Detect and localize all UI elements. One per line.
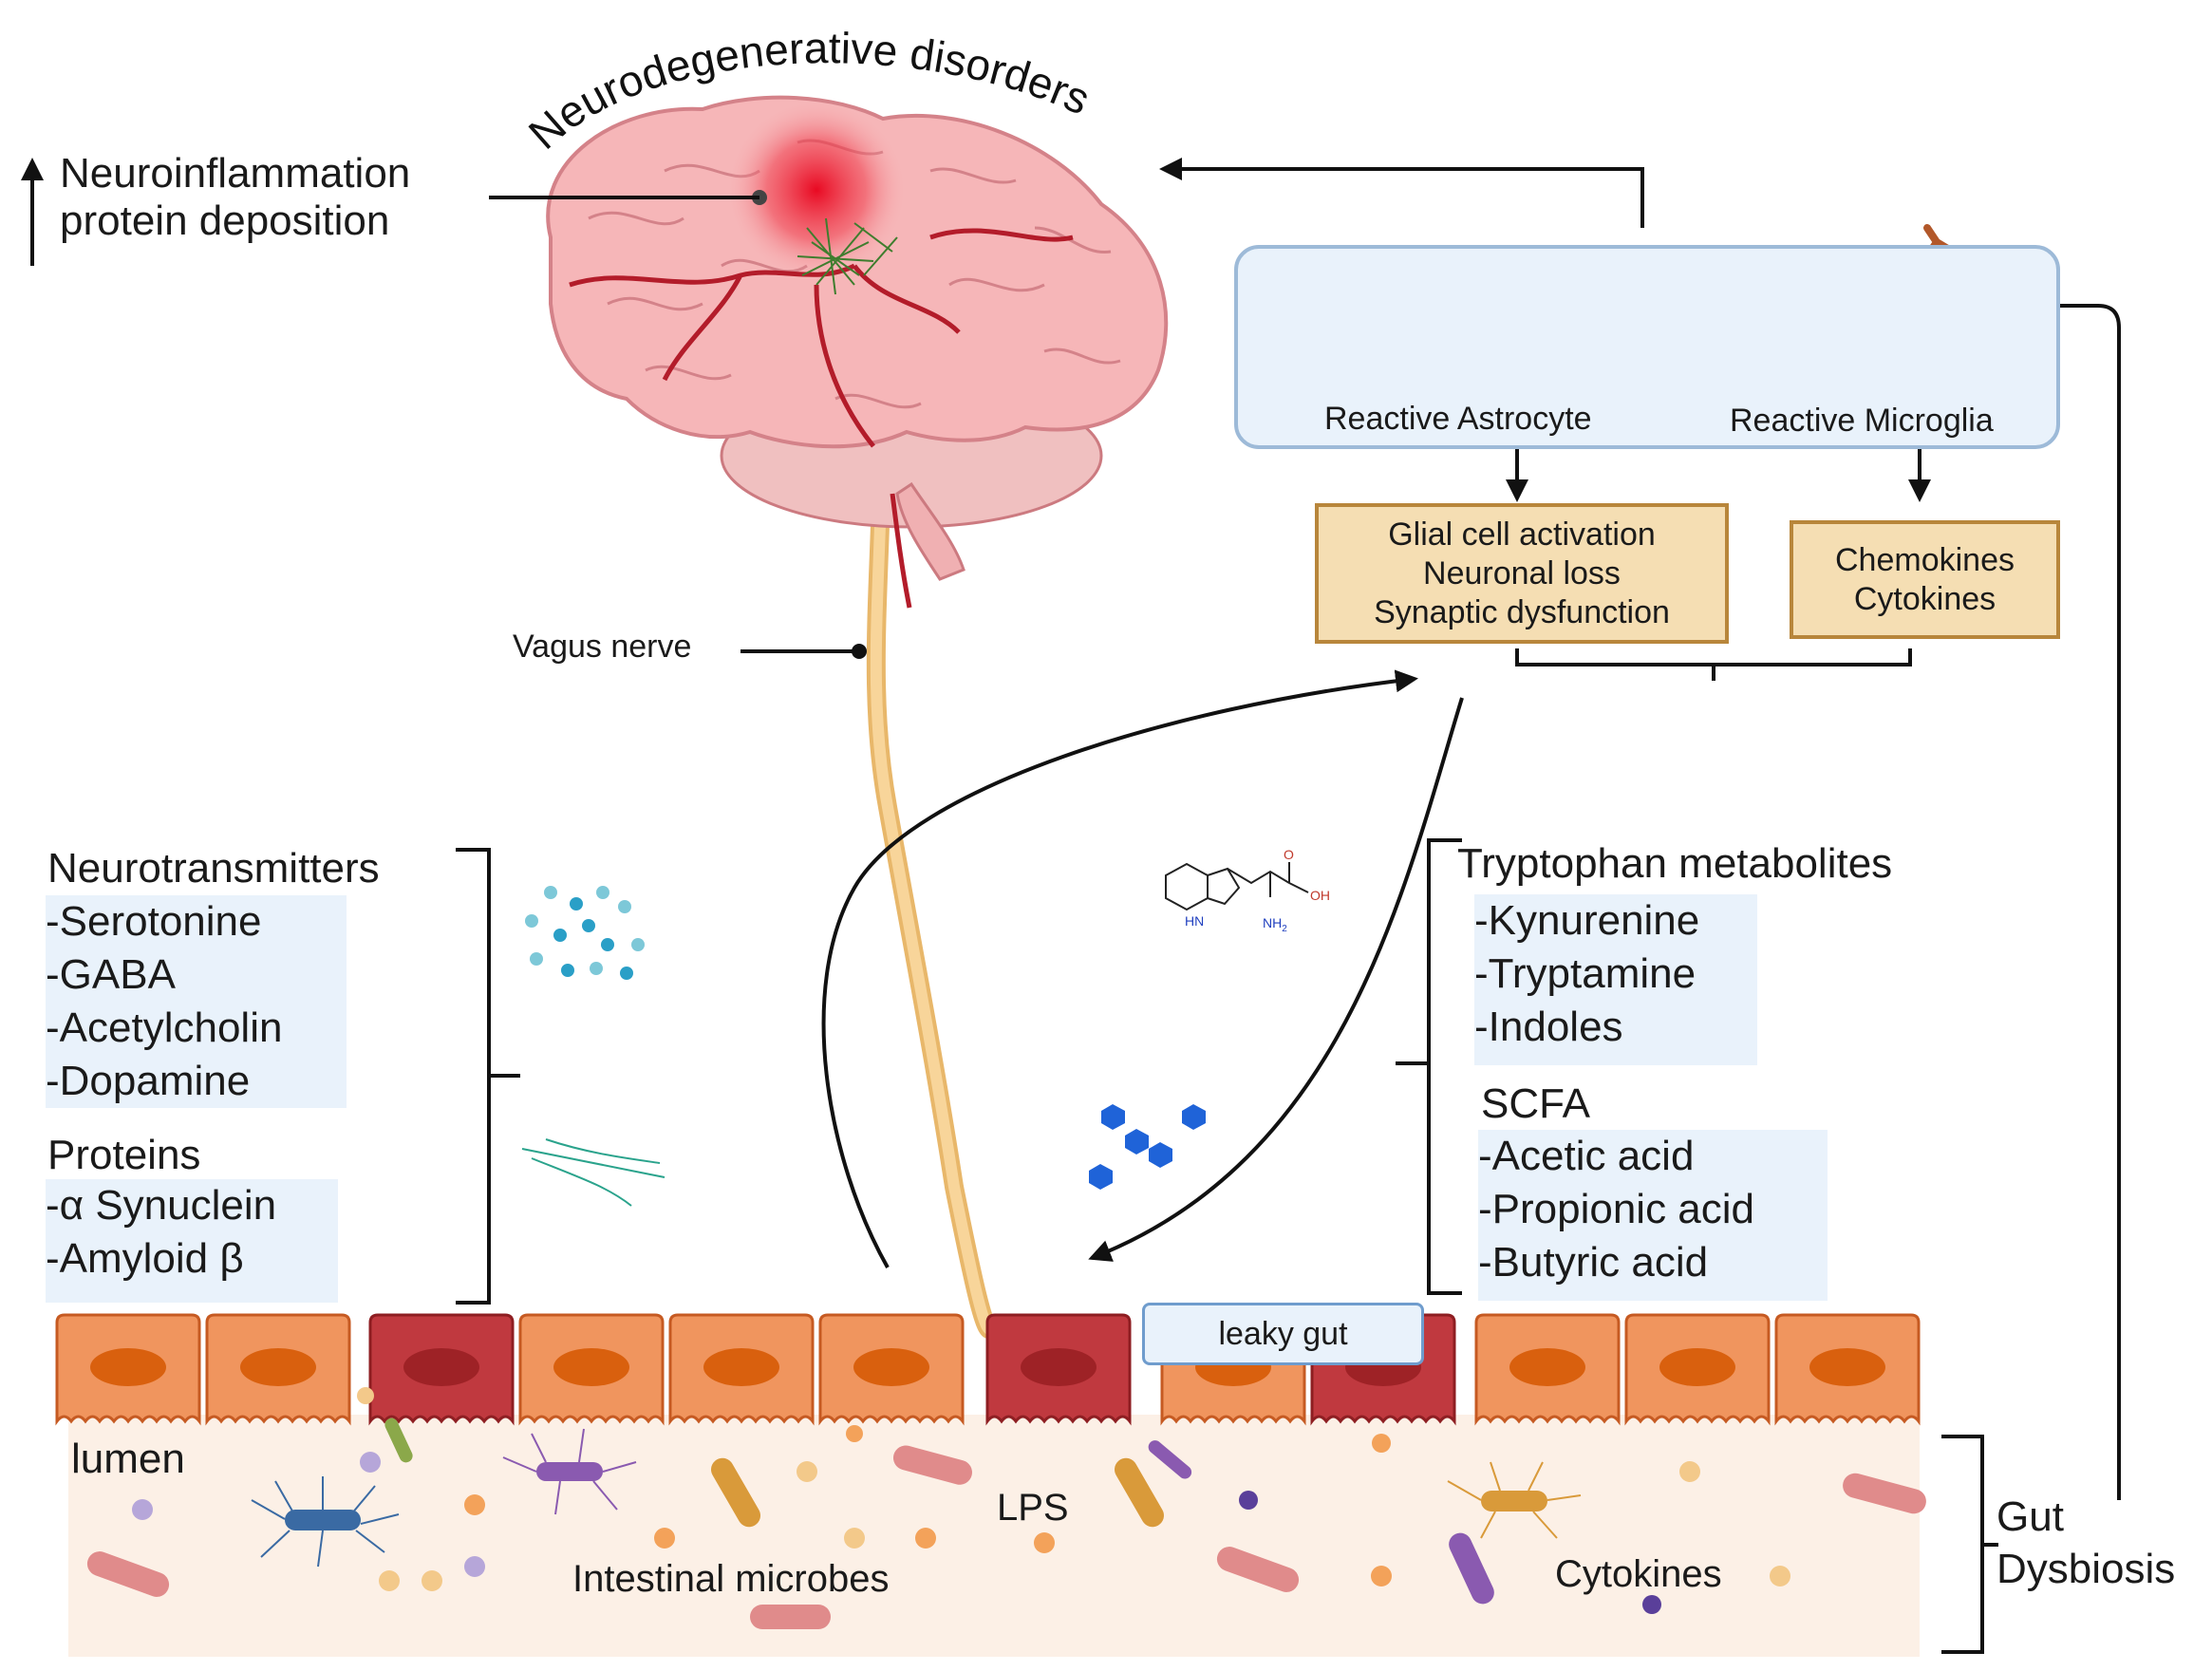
scfa-list: -Acetic acid -Propionic acid -Butyric ac… — [1478, 1130, 1828, 1301]
gut-dysbiosis-line1: Gut — [1996, 1493, 2064, 1540]
outcome-bracket — [1515, 648, 1912, 681]
arrow-brain-to-gut-curve — [1088, 697, 1464, 1262]
scfa-hexagons-icon — [1089, 1104, 1206, 1190]
brain-illustration — [546, 95, 1169, 609]
right-bracket — [1396, 838, 1462, 1295]
proteins-heading: Proteins — [47, 1132, 201, 1178]
neurotransmitters-heading: Neurotransmitters — [47, 845, 380, 892]
protein-deposition-label: protein deposition — [60, 197, 390, 244]
cell-nucleus — [853, 1348, 929, 1386]
cell-nucleus — [403, 1348, 479, 1386]
molecule-o-label: O — [1284, 847, 1294, 862]
neurotransmitter-item: -Dopamine — [46, 1058, 251, 1104]
arrow-dysbiosis-to-glia — [2023, 294, 2121, 1500]
dysbiosis-bracket — [1941, 1435, 1998, 1654]
cell-nucleus — [1509, 1348, 1585, 1386]
protein-item: -α Synuclein — [46, 1182, 277, 1229]
protein-fibril-icon — [521, 1138, 665, 1207]
neurotransmitters-list: -Serotonine -GABA -Acetylcholin -Dopamin… — [46, 895, 347, 1108]
mediators-box: Chemokines Cytokines — [1790, 520, 2060, 639]
outcome-glial-activation: Glial cell activation — [1388, 516, 1656, 553]
tryptophan-molecule-icon — [1165, 862, 1309, 911]
vagus-nerve — [866, 484, 1002, 1340]
tryptophan-item: -Tryptamine — [1474, 950, 1696, 997]
molecule-nh2-label: NH2 — [1263, 915, 1287, 934]
tryptophan-heading: Tryptophan metabolites — [1457, 840, 1893, 887]
microbe-rod — [86, 1445, 1926, 1629]
glial-outcomes-box: Glial cell activation Neuronal loss Syna… — [1315, 503, 1729, 644]
cell-nucleus — [1809, 1348, 1885, 1386]
cell-nucleus — [90, 1348, 166, 1386]
tryptophan-item: -Kynurenine — [1474, 897, 1700, 944]
scfa-heading: SCFA — [1481, 1080, 1590, 1127]
leaky-gut-label: leaky gut — [1142, 1303, 1424, 1365]
lumen-label: lumen — [71, 1436, 185, 1482]
cytokines-label: Cytokines — [1555, 1553, 1722, 1595]
neurotransmitter-item: -Serotonine — [46, 898, 262, 945]
mediator-cytokines: Cytokines — [1853, 580, 1996, 617]
molecule-hn-label: HN — [1185, 913, 1204, 929]
gut-dysbiosis-line2: Dysbiosis — [1996, 1546, 2176, 1592]
proteins-list: -α Synuclein -Amyloid β — [46, 1179, 338, 1303]
arrow-gut-to-brain-curve — [821, 669, 1418, 1268]
outcome-synaptic-dysfunction: Synaptic dysfunction — [1374, 593, 1670, 630]
lumen-area — [68, 1415, 1920, 1657]
microbe-rod — [251, 1476, 400, 1568]
mediator-chemokines: Chemokines — [1835, 541, 2015, 578]
molecule-oh-label: OH — [1310, 888, 1330, 903]
cell-nucleus — [1659, 1348, 1735, 1386]
cell-nucleus — [240, 1348, 316, 1386]
reactive-astrocyte-label: Reactive Astrocyte — [1324, 401, 1592, 437]
microbe-rod — [384, 1418, 1494, 1605]
reactive-microglia-label: Reactive Microglia — [1730, 403, 1994, 439]
microbe-rod — [711, 1457, 1582, 1539]
lumen-particles — [132, 1387, 1790, 1614]
microbe-rod — [502, 1428, 637, 1515]
glial-activation-box — [1234, 245, 2060, 449]
protein-item: -Amyloid β — [46, 1235, 244, 1282]
lps-label: LPS — [997, 1487, 1069, 1529]
left-bracket — [456, 848, 520, 1305]
vagus-nerve-label: Vagus nerve — [513, 629, 692, 665]
intestinal-microbes-group — [86, 1387, 1926, 1629]
arrow-glia-to-brain — [1159, 158, 1644, 228]
neuroinflammation-label: Neuroinflammation — [60, 150, 411, 197]
scfa-item: -Acetic acid — [1478, 1133, 1695, 1179]
intestinal-microbes-label: Intestinal microbes — [572, 1558, 890, 1600]
tryptophan-item: -Indoles — [1474, 1004, 1623, 1050]
epithelial-cell-row — [55, 1313, 1921, 1426]
outcome-neuronal-loss: Neuronal loss — [1423, 554, 1621, 591]
neurotransmitter-item: -Acetylcholin — [46, 1004, 283, 1051]
cell-nucleus — [1021, 1348, 1097, 1386]
scfa-item: -Propionic acid — [1478, 1186, 1755, 1232]
neurotransmitter-dots-icon — [525, 886, 645, 980]
scfa-item: -Butyric acid — [1478, 1239, 1709, 1286]
neurotransmitter-item: -GABA — [46, 951, 176, 998]
cell-nucleus — [703, 1348, 779, 1386]
tryptophan-list: -Kynurenine -Tryptamine -Indoles — [1474, 894, 1757, 1065]
cell-nucleus — [553, 1348, 629, 1386]
